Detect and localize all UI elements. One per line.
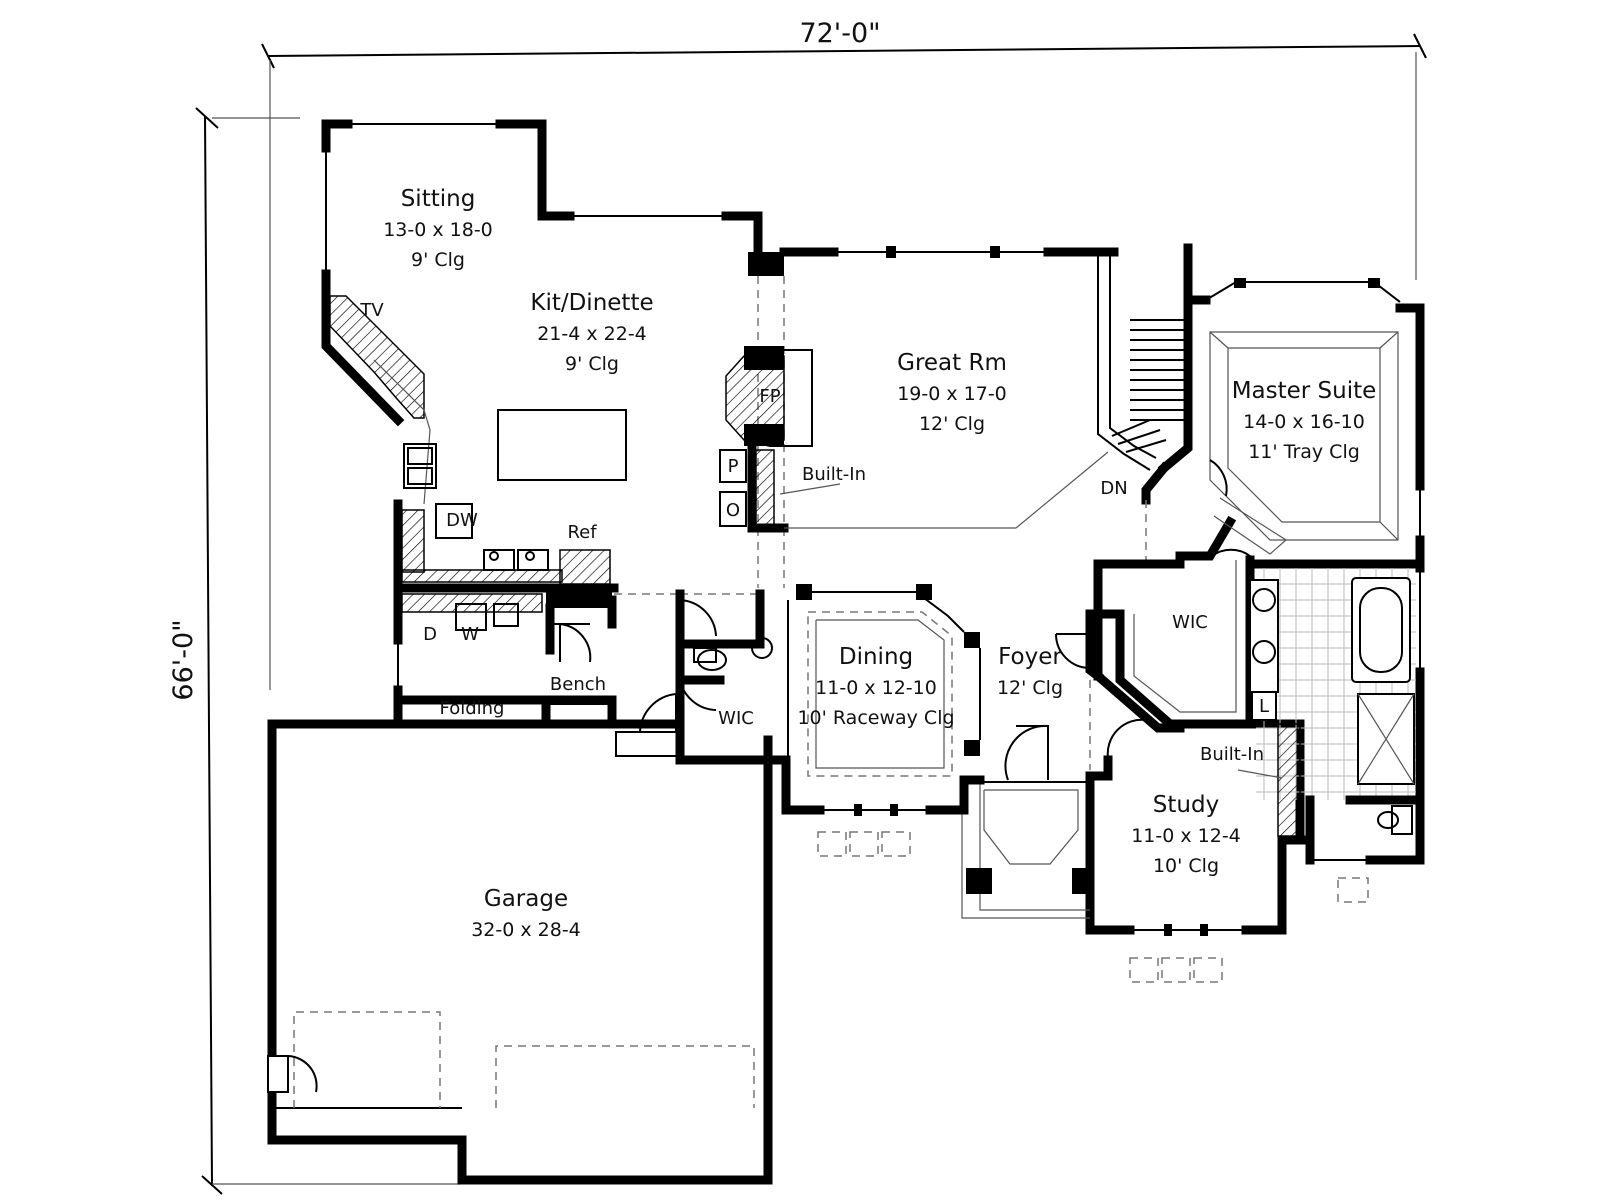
room-ceiling: 12' Clg	[919, 413, 985, 435]
room-garage: Garage 32-0 x 28-4	[471, 886, 581, 941]
room-great: Great Rm 19-0 x 17-0 12' Clg	[897, 350, 1007, 435]
depth-dimension: 66'-0"	[168, 619, 199, 700]
stair-down-label: DN	[1100, 478, 1127, 499]
tv-label: TV	[359, 300, 384, 321]
room-size: 21-4 x 22-4	[537, 323, 647, 345]
room-kitchen: Kit/Dinette 21-4 x 22-4 9' Clg	[530, 290, 653, 375]
room-name: Foyer	[998, 644, 1062, 670]
fireplace-label: FP	[759, 386, 780, 407]
stair-treads	[1111, 319, 1188, 453]
dryer-label: D	[423, 624, 437, 645]
room-dining: Dining 11-0 x 12-10 10' Raceway Clg	[797, 644, 954, 729]
bench-label: Bench	[550, 674, 606, 695]
room-name: Kit/Dinette	[530, 290, 653, 316]
dimension-lines	[195, 33, 1427, 1195]
room-size: 19-0 x 17-0	[897, 383, 1007, 405]
room-size: 13-0 x 18-0	[383, 219, 493, 241]
room-ceiling: 9' Clg	[565, 353, 619, 375]
washer-label: W	[461, 624, 479, 645]
room-name: Master Suite	[1232, 378, 1377, 404]
garage-doors	[267, 1011, 755, 1108]
oven-label: O	[726, 500, 740, 521]
wic-master-label: WIC	[1172, 612, 1208, 633]
room-ceiling: 10' Raceway Clg	[797, 707, 954, 729]
room-name: Great Rm	[897, 350, 1007, 376]
room-sitting: Sitting 13-0 x 18-0 9' Clg	[383, 186, 493, 271]
exterior-steps	[817, 831, 1369, 983]
folding-label: Folding	[440, 698, 505, 719]
fixture-labels: TV FP P O Built-In DN DW Ref D W Bench F…	[359, 300, 1269, 765]
room-study: Study 11-0 x 12-4 10' Clg	[1131, 792, 1241, 877]
room-size: 11-0 x 12-4	[1131, 825, 1241, 847]
linen-label: L	[1259, 696, 1269, 717]
room-name: Garage	[484, 886, 568, 912]
builtin-study-label: Built-In	[1200, 744, 1264, 765]
room-ceiling: 12' Clg	[997, 677, 1063, 699]
wic-hall-label: WIC	[718, 708, 754, 729]
room-master: Master Suite 14-0 x 16-10 11' Tray Clg	[1232, 378, 1377, 463]
builtin-great-label: Built-In	[802, 464, 866, 485]
pantry-label: P	[728, 456, 739, 477]
dishwasher-label: DW	[446, 510, 478, 531]
width-dimension: 72'-0"	[799, 18, 880, 49]
room-size: 32-0 x 28-4	[471, 919, 581, 941]
room-ceiling: 11' Tray Clg	[1248, 441, 1360, 463]
refrigerator-label: Ref	[567, 522, 597, 543]
room-name: Study	[1153, 792, 1219, 818]
room-name: Dining	[839, 644, 913, 670]
room-ceiling: 10' Clg	[1153, 855, 1219, 877]
room-ceiling: 9' Clg	[411, 249, 465, 271]
room-foyer: Foyer 12' Clg	[997, 644, 1063, 699]
room-size: 14-0 x 16-10	[1243, 411, 1365, 433]
room-size: 11-0 x 12-10	[815, 677, 937, 699]
room-name: Sitting	[401, 186, 476, 212]
interior-walls	[329, 256, 1425, 865]
